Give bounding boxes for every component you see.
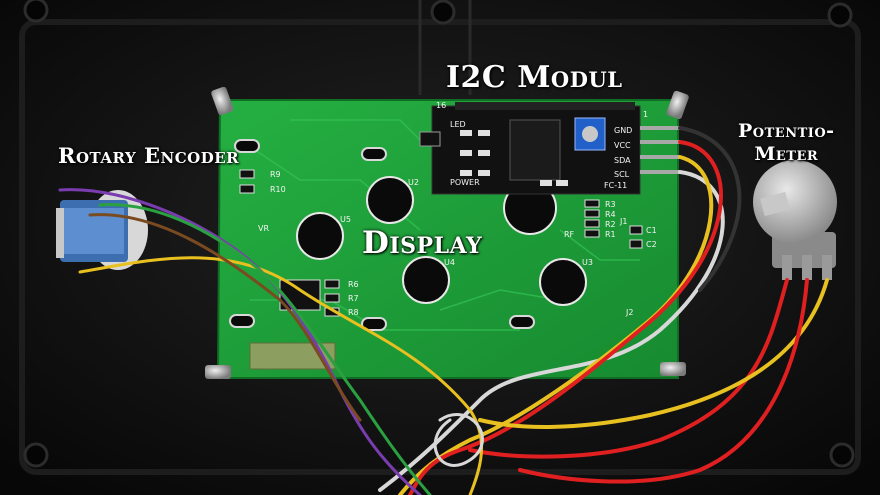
label-potentiometer-line1: Potentio-	[738, 120, 835, 142]
silk-u3: U3	[582, 258, 593, 267]
potentiometer	[753, 160, 837, 280]
silk-power: POWER	[450, 178, 480, 187]
silk-u2: U2	[408, 178, 419, 187]
silk-rf: RF	[564, 230, 575, 239]
label-display: Display	[362, 225, 483, 261]
silk-vr: VR	[258, 224, 270, 233]
chip-u2	[366, 176, 414, 224]
silk-sda: SDA	[614, 156, 631, 165]
wire-enc-brown	[88, 213, 362, 422]
silk-u5: U5	[340, 215, 351, 224]
silk-gnd: GND	[614, 126, 633, 135]
i2c-jumper	[419, 131, 441, 147]
silk-r2: R2	[605, 220, 616, 229]
driver-chips	[296, 176, 587, 306]
silk-r4: R4	[605, 210, 616, 219]
wire-pot-red	[468, 278, 789, 459]
i2c-chip	[509, 119, 561, 181]
wires	[58, 126, 829, 495]
label-potentiometer-line2: Meter	[754, 143, 819, 165]
wire-white	[378, 170, 725, 492]
silk-c2: C2	[646, 240, 657, 249]
trimmer-screw	[582, 126, 598, 142]
silk-led: LED	[450, 120, 466, 129]
chip-u3	[539, 258, 587, 306]
silk-vcc: VCC	[614, 141, 631, 150]
silk-j1: J1	[620, 217, 628, 226]
silk-scl: SCL	[614, 170, 630, 179]
wire-enc-green	[98, 203, 432, 495]
wire-pot-red2	[518, 278, 809, 484]
label-i2c-modul: I2C Modul	[446, 60, 623, 95]
silk-j2: J2	[626, 308, 634, 317]
silk-pin1: 1	[643, 110, 649, 119]
wire-red	[408, 140, 723, 495]
silk-r3: R3	[605, 200, 616, 209]
wire-enc-yellow	[78, 256, 484, 495]
label-potentiometer: Potentio- Meter	[738, 120, 835, 166]
silk-r8: R8	[348, 308, 359, 317]
chip-u4	[402, 256, 450, 304]
silk-r7: R7	[348, 294, 359, 303]
i2c-output-pins	[640, 126, 680, 174]
standoffs	[205, 86, 689, 379]
wire-tangle	[433, 413, 484, 467]
pcb-mount-slots	[229, 139, 535, 331]
wire-pot-yellow	[478, 278, 829, 429]
rotary-encoder	[56, 190, 148, 270]
silk-fc: FC-11	[604, 181, 628, 190]
i2c-header-pins	[455, 102, 635, 110]
silk-u4: U4	[444, 258, 455, 267]
silk-r9: R9	[270, 170, 281, 179]
silk-r1: R1	[605, 230, 616, 239]
enclosure-screws	[23, 0, 855, 468]
label-rotary-encoder: Rotary Encoder	[58, 143, 240, 168]
i2c-smd	[460, 130, 568, 186]
silk-r10: R10	[270, 185, 286, 194]
wire-dark	[678, 126, 742, 292]
silk-r6: R6	[348, 280, 359, 289]
silk-c1: C1	[646, 226, 657, 235]
chip-u5	[296, 212, 344, 260]
silk-pin16: 16	[436, 101, 447, 110]
